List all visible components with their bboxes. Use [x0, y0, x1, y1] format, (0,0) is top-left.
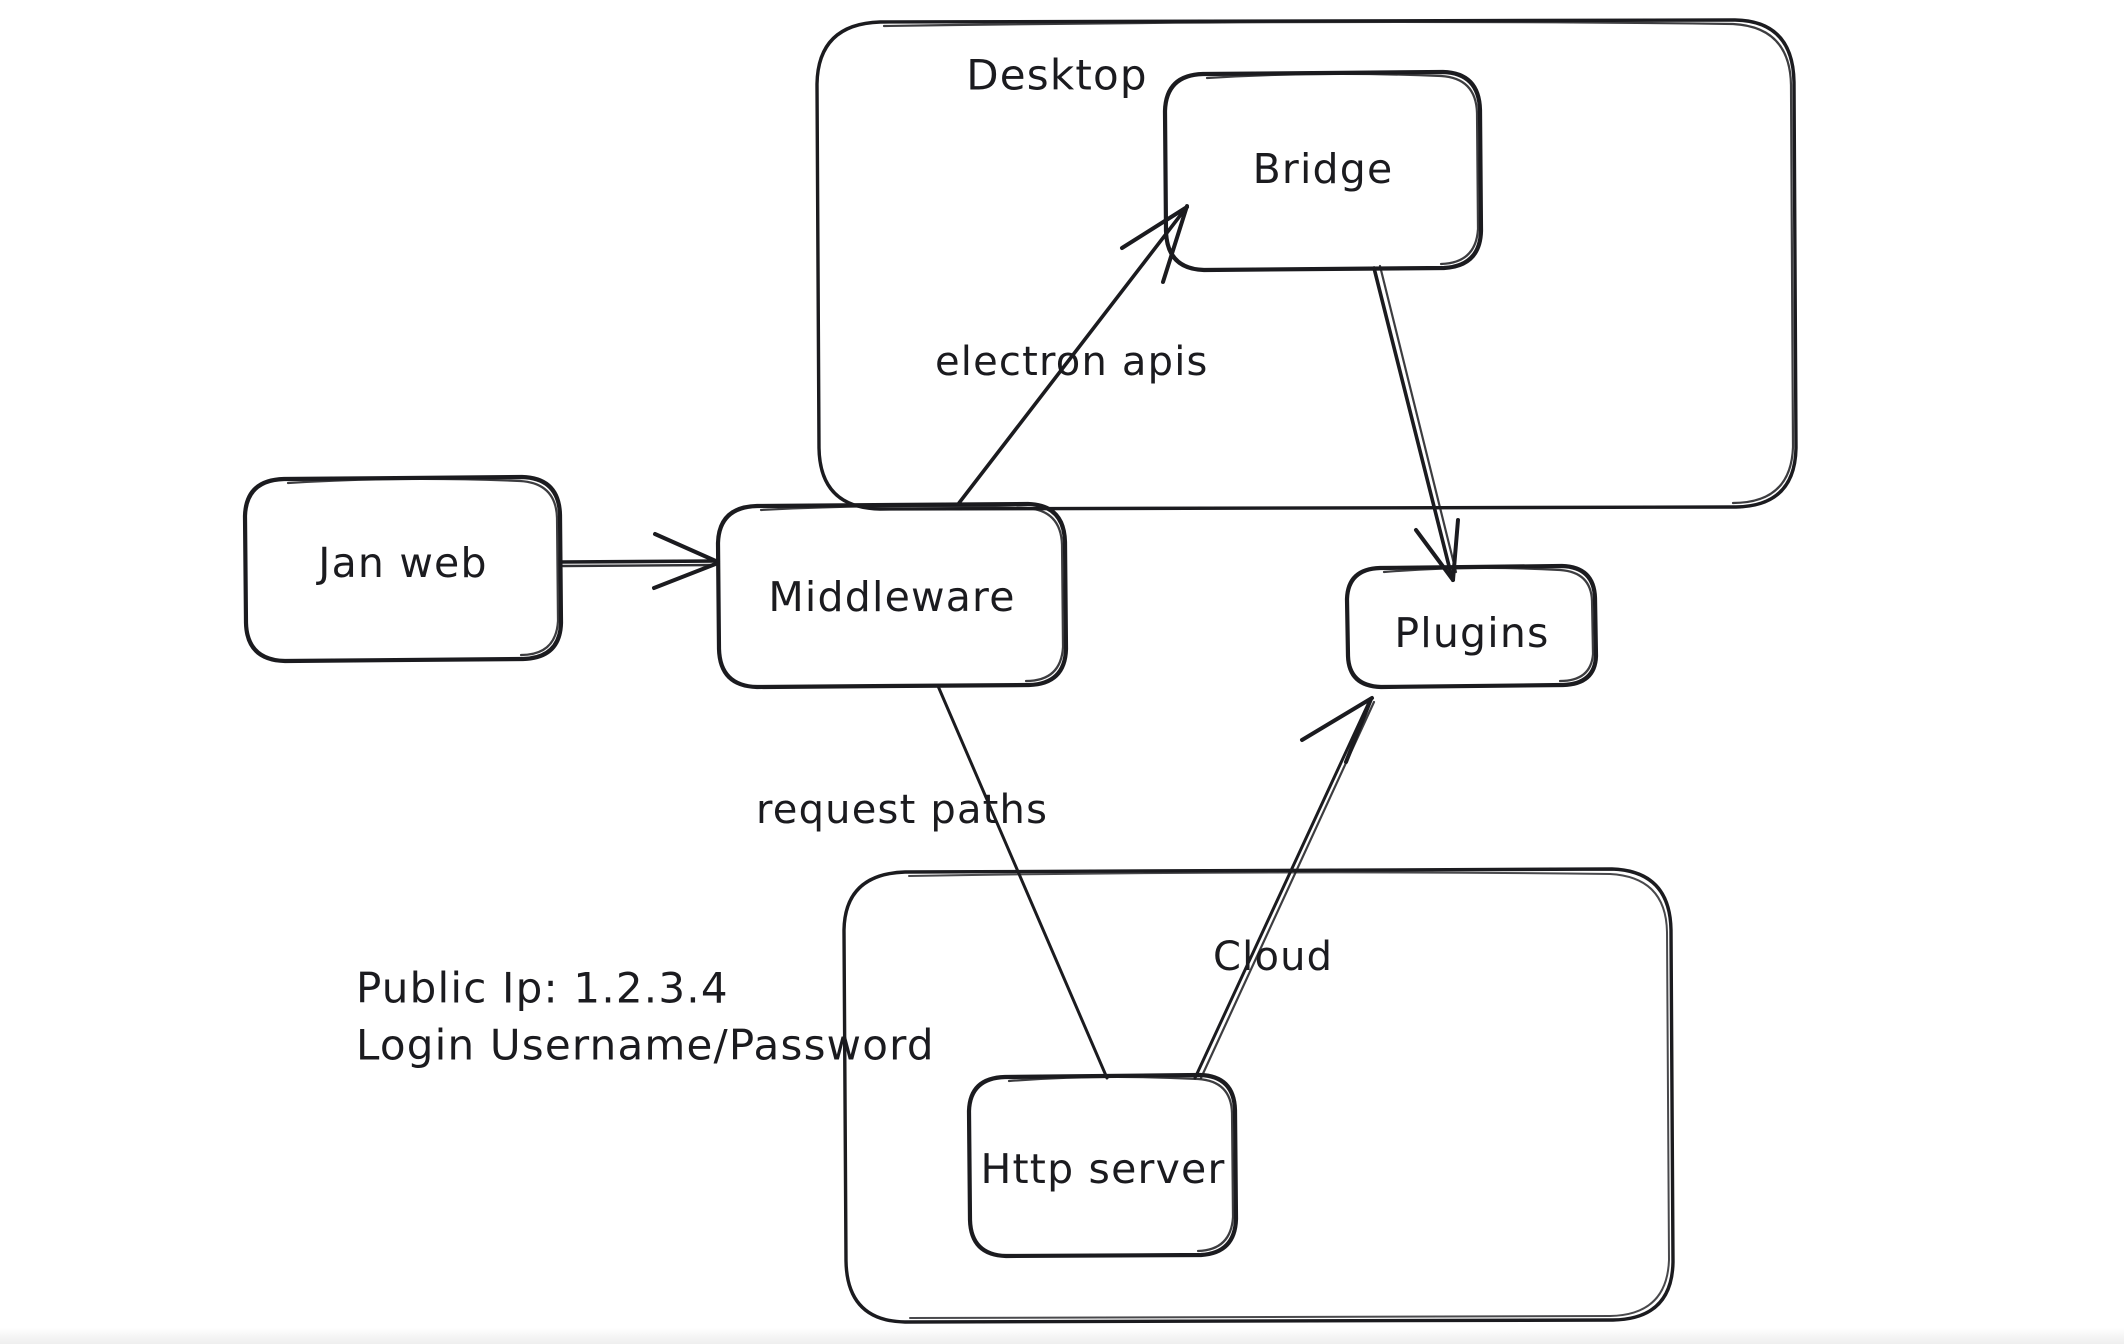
edge-label-electron-apis: electron apis	[935, 339, 1209, 385]
edge-line-http-server-plugins-second-pass	[1199, 700, 1376, 1080]
edge-line-middleware-bridge	[957, 206, 1188, 505]
node-box-plugins	[1344, 563, 1599, 690]
node-jan-web[interactable]: Jan web	[242, 474, 564, 664]
arrowhead-right-middleware-bridge	[1161, 204, 1189, 284]
node-box-plugins-second-pass	[1382, 566, 1595, 683]
node-label-http-server: Http server	[980, 1145, 1225, 1193]
arrowhead-left-http-server-plugins	[1300, 696, 1374, 742]
edge-line-bridge-plugins	[1372, 266, 1454, 580]
node-box-bridge	[1162, 69, 1484, 273]
node-label-bridge: Bridge	[1253, 145, 1394, 193]
node-bridge[interactable]: Bridge	[1162, 69, 1484, 273]
edge-http-server-to-plugins: Cloud	[1193, 696, 1376, 1080]
edge-line-middleware-http-server	[936, 684, 1109, 1080]
edge-bridge-to-plugins	[1372, 264, 1460, 582]
node-middleware[interactable]: Middleware	[715, 501, 1069, 690]
node-box-jan-web-second-pass	[286, 477, 560, 657]
edge-line-bridge-plugins-second-pass	[1378, 264, 1458, 574]
note-public-ip: Public Ip: 1.2.3.4	[356, 964, 729, 1013]
desktop-container-outline-second-pass	[882, 20, 1795, 505]
edge-label-request-paths: request paths	[756, 787, 1048, 833]
node-plugins[interactable]: Plugins	[1344, 563, 1599, 690]
cloud-container-outline	[842, 867, 1675, 1324]
arrowhead-lower-http-server-plugins	[1344, 697, 1373, 764]
arrowhead-upper-jan-web-middleware	[653, 532, 720, 564]
node-label-plugins: Plugins	[1394, 609, 1549, 657]
node-box-middleware	[715, 501, 1069, 690]
node-box-jan-web	[242, 474, 564, 664]
container-desktop[interactable]: Desktop	[815, 18, 1798, 511]
arrowhead-lower-middleware-bridge	[1120, 205, 1189, 250]
edge-line-jan-web-middleware	[559, 559, 718, 564]
edge-middleware-to-bridge: electron apis	[935, 204, 1209, 505]
node-box-middleware-second-pass	[759, 504, 1065, 683]
node-http-server[interactable]: Http server	[966, 1072, 1239, 1259]
notes-block: Public Ip: 1.2.3.4 Login Username/Passwo…	[356, 964, 935, 1070]
container-cloud[interactable]	[842, 867, 1675, 1324]
note-login-credentials: Login Username/Password	[356, 1021, 935, 1070]
node-label-jan-web: Jan web	[315, 539, 487, 587]
edge-label-cloud: Cloud	[1213, 934, 1333, 980]
node-label-middleware: Middleware	[768, 573, 1015, 621]
arrowhead-left-bridge-plugins	[1414, 528, 1455, 582]
arrowhead-lower-jan-web-middleware	[652, 561, 720, 590]
node-box-http-server	[966, 1072, 1239, 1259]
node-box-http-server-second-pass	[1007, 1075, 1235, 1253]
bottom-edge-band	[0, 1328, 2124, 1344]
edge-line-http-server-plugins	[1193, 698, 1372, 1080]
container-label-desktop: Desktop	[966, 51, 1148, 100]
edge-jan-web-to-middleware	[559, 532, 720, 590]
node-box-bridge-second-pass	[1205, 72, 1480, 266]
edge-line-jan-web-middleware-second-pass	[561, 563, 716, 568]
cloud-container-outline-second-pass	[908, 871, 1670, 1319]
desktop-container-outline	[815, 18, 1798, 511]
edge-middleware-to-http-server: request paths	[756, 684, 1109, 1080]
arrowhead-right-bridge-plugins	[1451, 518, 1460, 582]
